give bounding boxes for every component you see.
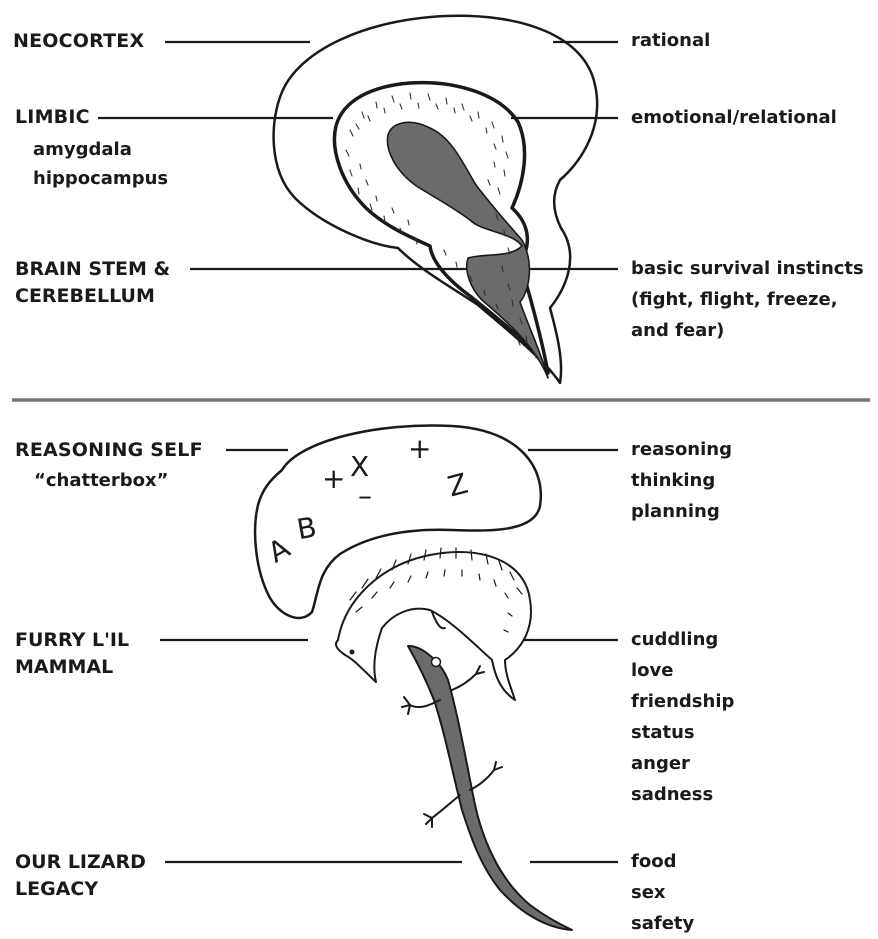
- limbic-part-amygdala: amygdala: [33, 135, 132, 164]
- brain-sagittal-sketch: [274, 16, 598, 383]
- lizard-function-item: safety: [631, 908, 694, 939]
- lizard-sketch: [402, 646, 572, 930]
- limbic-part-hippocampus: hippocampus: [33, 164, 168, 193]
- lizard-function-item: sex: [631, 877, 694, 908]
- mammal-label-line-1: FURRY L'IL: [15, 627, 129, 654]
- lizard-body: [408, 646, 572, 930]
- glyph-plus-left: +: [322, 462, 345, 495]
- reasoning-functions: reasoning thinking planning: [631, 434, 732, 527]
- mammal-function-item: status: [631, 717, 734, 748]
- lizard-function-item: food: [631, 846, 694, 877]
- lizard-label-line-1: OUR LIZARD: [15, 849, 146, 876]
- brainstem-label-line-1: BRAIN STEM &: [15, 256, 170, 283]
- glyph-a: A: [262, 531, 295, 569]
- mammal-label: FURRY L'IL MAMMAL: [15, 627, 129, 681]
- lizard-front-leg-right: [452, 666, 484, 690]
- neocortex-outline: [274, 16, 598, 383]
- mammal-function-item: cuddling: [631, 624, 734, 655]
- glyph-plus-top: +: [408, 432, 431, 465]
- neocortex-function: rational: [631, 25, 710, 56]
- brainstem-function-line-3: and fear): [631, 315, 864, 346]
- mammal-label-line-2: MAMMAL: [15, 654, 129, 681]
- chatterbox-glyphs: A B X – + + Z: [262, 432, 471, 569]
- chatterbox-nickname: “chatterbox”: [34, 466, 168, 495]
- lizard-eye: [432, 658, 441, 667]
- lizard-label: OUR LIZARD LEGACY: [15, 849, 146, 903]
- glyph-b: B: [294, 510, 319, 546]
- brainstem-function-line-1: basic survival instincts: [631, 253, 864, 284]
- brainstem-label: BRAIN STEM & CEREBELLUM: [15, 256, 170, 310]
- mammal-function-item: love: [631, 655, 734, 686]
- reasoning-function-item: planning: [631, 496, 732, 527]
- lizard-back-leg-right: [470, 762, 502, 790]
- lizard-label-line-2: LEGACY: [15, 876, 146, 903]
- brainstem-label-line-2: CEREBELLUM: [15, 283, 170, 310]
- neocortex-label: NEOCORTEX: [13, 28, 144, 55]
- lizard-back-leg-left: [424, 795, 460, 827]
- limbic-label: LIMBIC: [15, 104, 90, 131]
- brainstem-function-line-2: (fight, flight, freeze,: [631, 284, 864, 315]
- mammal-function-item: sadness: [631, 779, 734, 810]
- mammal-eye: [350, 650, 354, 654]
- mammal-function-item: anger: [631, 748, 734, 779]
- mammal-functions: cuddling love friendship status anger sa…: [631, 624, 734, 810]
- brainstem-function: basic survival instincts (fight, flight,…: [631, 253, 864, 346]
- reasoning-function-item: thinking: [631, 465, 732, 496]
- lizard-functions: food sex safety: [631, 846, 694, 939]
- mammal-function-item: friendship: [631, 686, 734, 717]
- reasoning-self-label: REASONING SELF: [15, 437, 203, 464]
- limbic-function: emotional/relational: [631, 102, 837, 133]
- reasoning-function-item: reasoning: [631, 434, 732, 465]
- glyph-minus: –: [358, 479, 372, 512]
- glyph-z: Z: [444, 467, 471, 504]
